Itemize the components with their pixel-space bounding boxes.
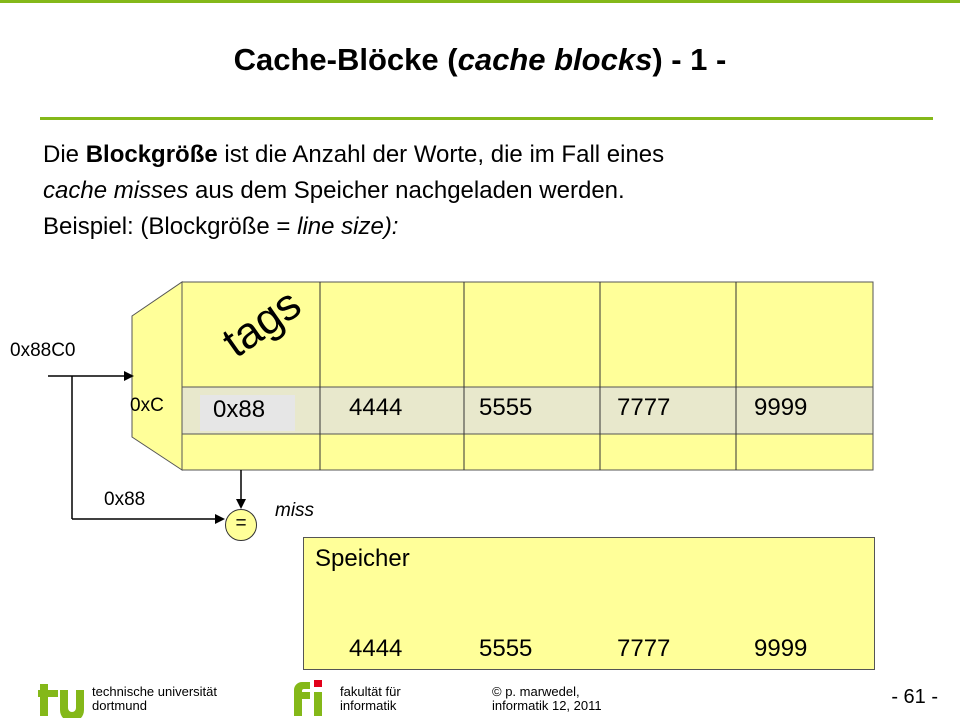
page-number: - 61 - — [891, 686, 938, 708]
address-arrow-head — [124, 371, 134, 381]
miss-label: miss — [275, 500, 315, 521]
fi-logo-icon — [294, 680, 322, 716]
body-line-2: cache misses aus dem Speicher nachgelade… — [43, 177, 625, 204]
tag-path-arrow-head — [215, 514, 225, 524]
stored-tag-value: 0x88 — [213, 396, 266, 423]
cache-line-highlight — [181, 386, 874, 435]
top-accent-rule — [0, 0, 960, 3]
author-credit: © p. marwedel,informatik 12, 2011 — [492, 684, 602, 713]
cache-array — [181, 281, 874, 471]
index-decoder — [131, 281, 183, 471]
tag-input-label: 0x88 — [104, 489, 146, 510]
stored-tag-arrow-head — [236, 499, 246, 509]
title-underline — [40, 117, 933, 120]
address-label: 0x88C0 — [10, 340, 76, 361]
tu-logo-icon — [38, 684, 84, 718]
stored-tag-cell — [200, 395, 295, 431]
memory-word-4: 9999 — [754, 635, 808, 662]
index-label: 0xC — [130, 395, 164, 416]
comparator: = — [225, 509, 257, 541]
cache-word-1: 4444 — [349, 394, 403, 421]
memory-word-2: 5555 — [479, 635, 533, 662]
body-paragraph: Die Blockgröße ist die Anzahl der Worte,… — [43, 137, 923, 245]
body-line-3: Beispiel: (Blockgröße = line size): — [43, 213, 399, 240]
memory-box — [303, 537, 875, 670]
memory-word-1: 4444 — [349, 635, 403, 662]
cache-word-2: 5555 — [479, 394, 533, 421]
cache-word-4: 9999 — [754, 394, 808, 421]
cache-word-3: 7777 — [617, 394, 671, 421]
body-line-1: Die Blockgröße ist die Anzahl der Worte,… — [43, 141, 665, 168]
memory-word-3: 7777 — [617, 635, 671, 662]
slide-title: Cache-Blöcke (cache blocks) - 1 - — [233, 42, 727, 77]
memory-label: Speicher — [315, 545, 410, 572]
